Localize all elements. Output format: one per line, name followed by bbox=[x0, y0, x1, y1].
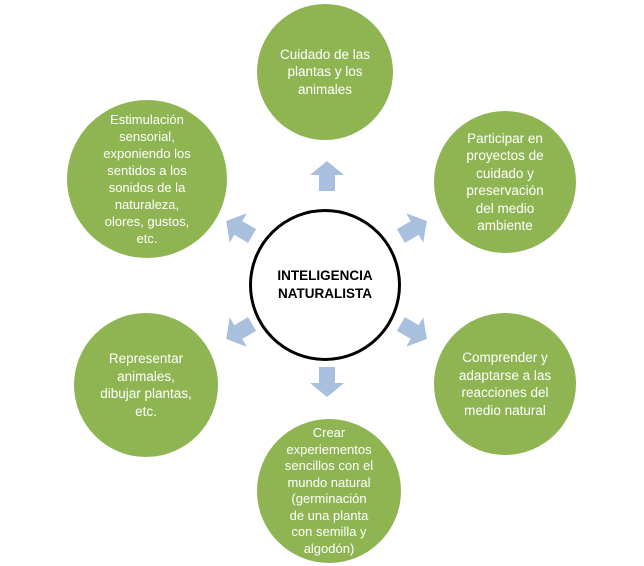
arrow-to-top bbox=[310, 161, 344, 191]
node-upper-left: Estimulación sensorial, exponiendo los s… bbox=[67, 100, 227, 258]
node-bottom: Crear experiementos sencillos con el mun… bbox=[257, 419, 401, 563]
center-node: INTELIGENCIA NATURALISTA bbox=[249, 209, 401, 361]
arrow-to-upper-right bbox=[396, 213, 427, 243]
node-bottom-label: Crear experiementos sencillos con el mun… bbox=[284, 425, 374, 556]
arrow-to-lower-left bbox=[226, 317, 257, 347]
node-lower-right-label: Comprender y adaptarse a las reacciones … bbox=[458, 350, 552, 418]
node-lower-left: Representar animales, dibujar plantas, e… bbox=[74, 313, 218, 457]
arrow-to-lower-right bbox=[396, 317, 427, 347]
node-upper-left-label: Estimulación sensorial, exponiendo los s… bbox=[103, 112, 191, 246]
node-lower-left-label: Representar animales, dibujar plantas, e… bbox=[100, 351, 192, 419]
arrow-to-upper-left bbox=[226, 213, 257, 243]
node-top: Cuidado de las plantas y los animales bbox=[257, 4, 393, 140]
node-upper-right-label: Participar en proyectos de cuidado y pre… bbox=[466, 130, 544, 234]
arrow-to-bottom bbox=[310, 367, 344, 397]
node-lower-right: Comprender y adaptarse a las reacciones … bbox=[434, 313, 576, 455]
center-label: INTELIGENCIA NATURALISTA bbox=[277, 268, 373, 301]
node-top-label: Cuidado de las plantas y los animales bbox=[279, 46, 371, 97]
node-upper-right: Participar en proyectos de cuidado y pre… bbox=[434, 111, 576, 253]
